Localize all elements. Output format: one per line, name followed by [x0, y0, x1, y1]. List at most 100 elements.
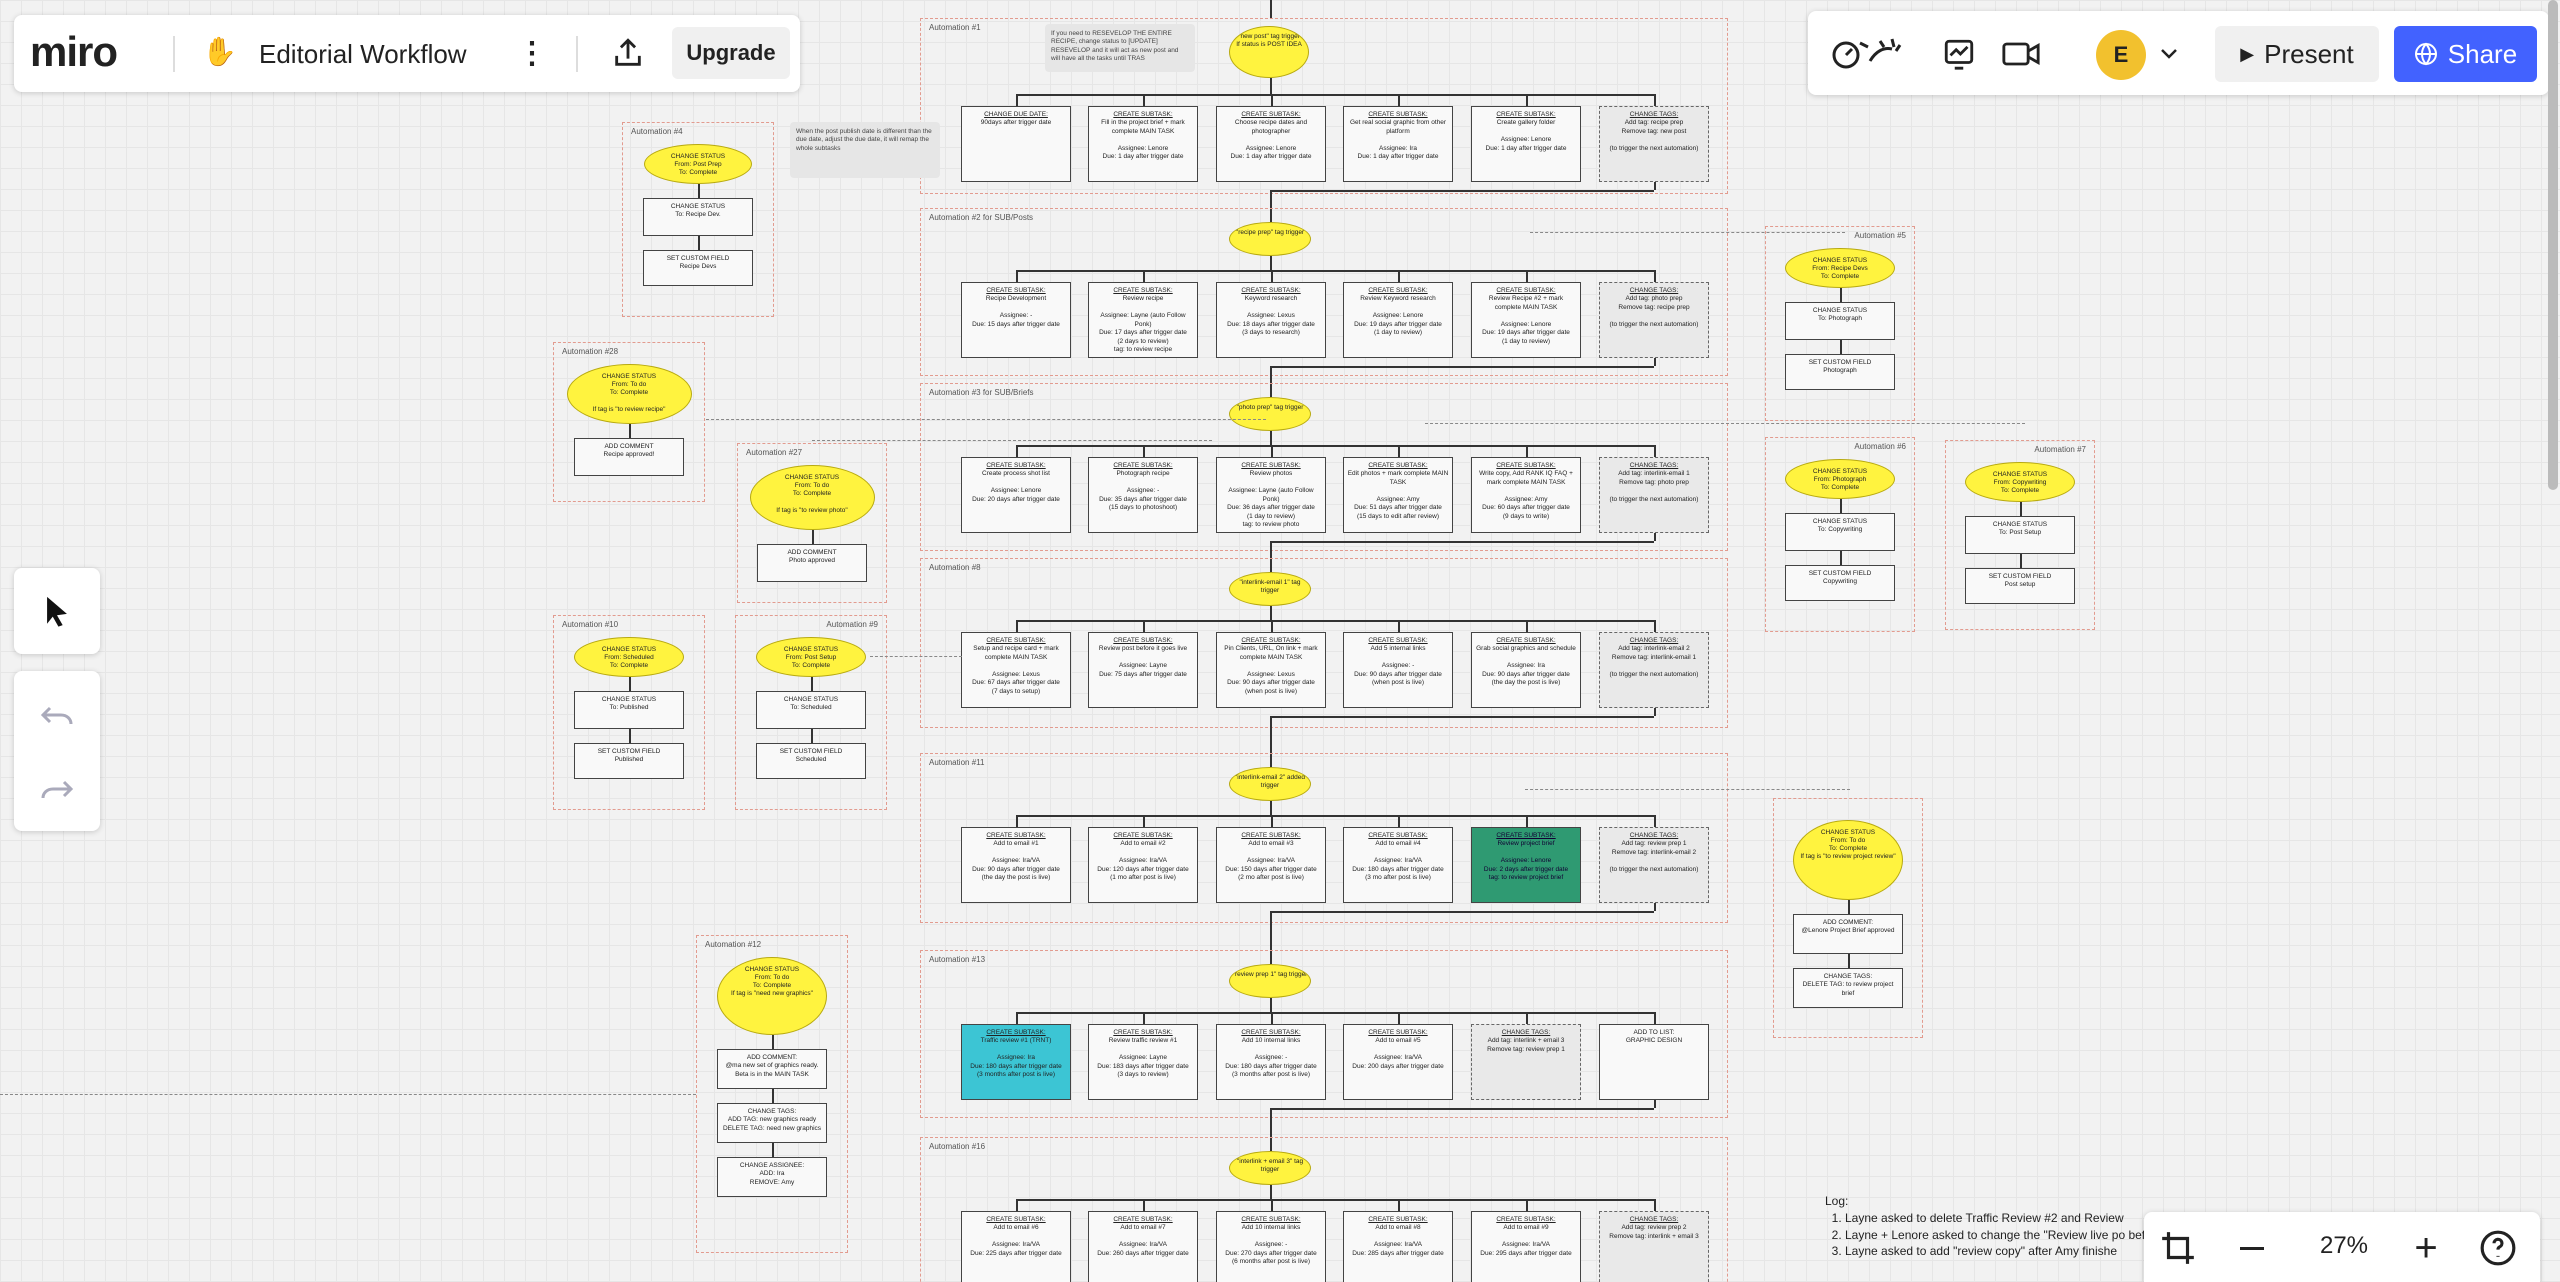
status-oval[interactable]: CHANGE STATUS From: To do To: Complete I…: [717, 957, 827, 1035]
video-call-icon[interactable]: [1998, 33, 2044, 75]
action-card[interactable]: CREATE SUBTASK:Review Recipe #2 + mark c…: [1471, 282, 1581, 358]
side-action-card[interactable]: CHANGE TAGS: DELETE TAG: to review proje…: [1793, 968, 1903, 1008]
status-oval[interactable]: CHANGE STATUS From: Scheduled To: Comple…: [574, 637, 684, 677]
status-oval[interactable]: CHANGE STATUS From: Copywriting To: Comp…: [1965, 462, 2075, 502]
zoom-level[interactable]: 27%: [2319, 1232, 2369, 1259]
vertical-scrollbar[interactable]: [2548, 0, 2558, 490]
fit-to-screen-icon[interactable]: [2154, 1224, 2202, 1272]
action-card[interactable]: CREATE SUBTASK:Photograph recipe Assigne…: [1088, 457, 1198, 533]
more-options-icon[interactable]: ⋮: [517, 36, 547, 70]
chevron-down-icon[interactable]: [2154, 39, 2184, 69]
side-action-card[interactable]: CHANGE STATUS To: Scheduled: [756, 691, 866, 729]
action-card[interactable]: CREATE SUBTASK:Write copy, Add RANK IQ F…: [1471, 457, 1581, 533]
user-avatar[interactable]: E: [2096, 30, 2146, 80]
share-button[interactable]: Share: [2394, 26, 2537, 82]
action-card[interactable]: CHANGE TAGS:Add tag: review prep 1 Remov…: [1599, 827, 1709, 903]
action-card[interactable]: CHANGE DUE DATE:90days after trigger dat…: [961, 106, 1071, 182]
side-action-card[interactable]: ADD COMMENT Recipe approved!: [574, 438, 684, 476]
redo-icon[interactable]: [34, 767, 80, 813]
side-action-card[interactable]: SET CUSTOM FIELD Copywriting: [1785, 565, 1895, 601]
sticky-note[interactable]: When the post publish date is different …: [790, 122, 940, 178]
action-card[interactable]: CREATE SUBTASK:Get real social graphic f…: [1343, 106, 1453, 182]
action-card[interactable]: CHANGE TAGS:Add tag: photo prep Remove t…: [1599, 282, 1709, 358]
action-card[interactable]: CREATE SUBTASK:Create process shot list …: [961, 457, 1071, 533]
action-card[interactable]: CREATE SUBTASK:Add to email #6 Assignee:…: [961, 1211, 1071, 1282]
action-card[interactable]: CREATE SUBTASK:Add to email #9 Assignee:…: [1471, 1211, 1581, 1282]
side-action-card[interactable]: CHANGE STATUS To: Post Setup: [1965, 516, 2075, 554]
side-action-card[interactable]: CHANGE ASSIGNEE: ADD: Ira REMOVE: Amy: [717, 1157, 827, 1197]
action-card[interactable]: CREATE SUBTASK:Recipe Development Assign…: [961, 282, 1071, 358]
status-oval[interactable]: CHANGE STATUS From: To do To: Complete I…: [1793, 820, 1903, 900]
action-card[interactable]: CREATE SUBTASK:Add 10 internal links Ass…: [1216, 1211, 1326, 1282]
trigger-oval[interactable]: "interlink + email 3" tag trigger: [1229, 1151, 1311, 1185]
action-card[interactable]: CHANGE TAGS:Add tag: recipe prep Remove …: [1599, 106, 1709, 182]
zoom-out-icon[interactable]: [2228, 1224, 2276, 1272]
zoom-in-icon[interactable]: +: [2414, 1225, 2438, 1270]
action-card[interactable]: CREATE SUBTASK:Review traffic review #1 …: [1088, 1024, 1198, 1100]
side-action-card[interactable]: CHANGE STATUS To: Photograph: [1785, 302, 1895, 340]
undo-icon[interactable]: [34, 693, 80, 739]
action-card[interactable]: CREATE SUBTASK:Pin Clients, URL, On link…: [1216, 632, 1326, 708]
side-action-card[interactable]: SET CUSTOM FIELD Post setup: [1965, 568, 2075, 604]
trigger-oval[interactable]: "interlink-email 1" tag trigger: [1229, 572, 1311, 606]
action-card[interactable]: CREATE SUBTASK:Choose recipe dates and p…: [1216, 106, 1326, 182]
reactions-icon[interactable]: [1826, 29, 1912, 77]
board-emoji-icon[interactable]: ✋: [202, 36, 237, 67]
trigger-oval[interactable]: "photo prep" tag trigger: [1229, 397, 1311, 431]
miro-logo[interactable]: miro: [30, 28, 118, 75]
action-card[interactable]: CREATE SUBTASK:Fill in the project brief…: [1088, 106, 1198, 182]
side-action-card[interactable]: ADD COMMENT: @ma new set of graphics rea…: [717, 1049, 827, 1089]
side-action-card[interactable]: SET CUSTOM FIELD Published: [574, 743, 684, 779]
status-oval[interactable]: CHANGE STATUS From: To do To: Complete I…: [566, 364, 692, 424]
side-action-card[interactable]: SET CUSTOM FIELD Recipe Devs: [643, 250, 753, 286]
side-action-card[interactable]: ADD COMMENT: @Lenore Project Brief appro…: [1793, 914, 1903, 954]
select-cursor-icon[interactable]: [34, 588, 80, 634]
action-card[interactable]: ADD TO LIST: GRAPHIC DESIGN: [1599, 1024, 1709, 1100]
action-card[interactable]: CREATE SUBTASK:Add 5 internal links Assi…: [1343, 632, 1453, 708]
action-card[interactable]: CREATE SUBTASK:Create gallery folder Ass…: [1471, 106, 1581, 182]
side-action-card[interactable]: ADD COMMENT Photo approved: [757, 544, 867, 582]
action-card[interactable]: CHANGE TAGS:Add tag: interlink-email 1 R…: [1599, 457, 1709, 533]
action-card[interactable]: CHANGE TAGS:Add tag: interlink-email 2 R…: [1599, 632, 1709, 708]
export-upload-icon[interactable]: [608, 33, 648, 73]
action-card[interactable]: CREATE SUBTASK:Grab social graphics and …: [1471, 632, 1581, 708]
action-card[interactable]: CREATE SUBTASK:Review recipe Assignee: L…: [1088, 282, 1198, 358]
action-card[interactable]: CREATE SUBTASK:Add to email #7 Assignee:…: [1088, 1211, 1198, 1282]
action-card[interactable]: CHANGE TAGS:Add tag: review prep 2 Remov…: [1599, 1211, 1709, 1282]
action-card[interactable]: CREATE SUBTASK:Add to email #5 Assignee:…: [1343, 1024, 1453, 1100]
side-action-card[interactable]: CHANGE STATUS To: Copywriting: [1785, 513, 1895, 551]
action-card[interactable]: CREATE SUBTASK:Review Keyword research A…: [1343, 282, 1453, 358]
action-card[interactable]: CREATE SUBTASK:Review post before it goe…: [1088, 632, 1198, 708]
action-card[interactable]: CREATE SUBTASK:Review photos Assignee: L…: [1216, 457, 1326, 533]
action-card[interactable]: CREATE SUBTASK:Add to email #2 Assignee:…: [1088, 827, 1198, 903]
side-action-card[interactable]: CHANGE STATUS To: Recipe Dev.: [643, 198, 753, 236]
board-title[interactable]: Editorial Workflow: [259, 39, 467, 69]
action-card[interactable]: CREATE SUBTASK:Add 10 internal links Ass…: [1216, 1024, 1326, 1100]
action-card[interactable]: CREATE SUBTASK:Review project brief Assi…: [1471, 827, 1581, 903]
trigger-oval[interactable]: "recipe prep" tag trigger: [1229, 222, 1311, 256]
side-action-card[interactable]: SET CUSTOM FIELD Photograph: [1785, 354, 1895, 390]
action-card[interactable]: CREATE SUBTASK:Add to email #8 Assignee:…: [1343, 1211, 1453, 1282]
status-oval[interactable]: CHANGE STATUS From: Post Setup To: Compl…: [756, 637, 866, 677]
trigger-oval[interactable]: "interlink-email 2" added trigger: [1229, 767, 1311, 801]
action-card[interactable]: CREATE SUBTASK:Add to email #3 Assignee:…: [1216, 827, 1326, 903]
present-button[interactable]: ▶Present: [2215, 26, 2379, 82]
side-action-card[interactable]: SET CUSTOM FIELD Scheduled: [756, 743, 866, 779]
action-card[interactable]: CREATE SUBTASK:Keyword research Assignee…: [1216, 282, 1326, 358]
help-icon[interactable]: [2474, 1224, 2522, 1272]
side-action-card[interactable]: CHANGE STATUS To: Published: [574, 691, 684, 729]
action-card[interactable]: CREATE SUBTASK:Add to email #1 Assignee:…: [961, 827, 1071, 903]
sticky-note[interactable]: If you need to RESEVELOP THE ENTIRE RECI…: [1045, 24, 1195, 72]
action-card[interactable]: CREATE SUBTASK:Traffic review #1 (TRNT) …: [961, 1024, 1071, 1100]
upgrade-button[interactable]: Upgrade: [672, 27, 790, 79]
side-action-card[interactable]: CHANGE TAGS: ADD TAG: new graphics ready…: [717, 1103, 827, 1143]
status-oval[interactable]: CHANGE STATUS From: Post Prep To: Comple…: [644, 144, 752, 184]
action-card[interactable]: CHANGE TAGS:Add tag: interlink + email 3…: [1471, 1024, 1581, 1100]
activity-chart-icon[interactable]: [1938, 33, 1980, 75]
trigger-oval[interactable]: "new post" tag trigger If status is POST…: [1229, 26, 1309, 78]
action-card[interactable]: CREATE SUBTASK:Setup and recipe card + m…: [961, 632, 1071, 708]
trigger-oval[interactable]: "review prep 1" tag trigger: [1229, 964, 1311, 998]
status-oval[interactable]: CHANGE STATUS From: Recipe Devs To: Comp…: [1785, 248, 1895, 288]
action-card[interactable]: CREATE SUBTASK:Add to email #4 Assignee:…: [1343, 827, 1453, 903]
